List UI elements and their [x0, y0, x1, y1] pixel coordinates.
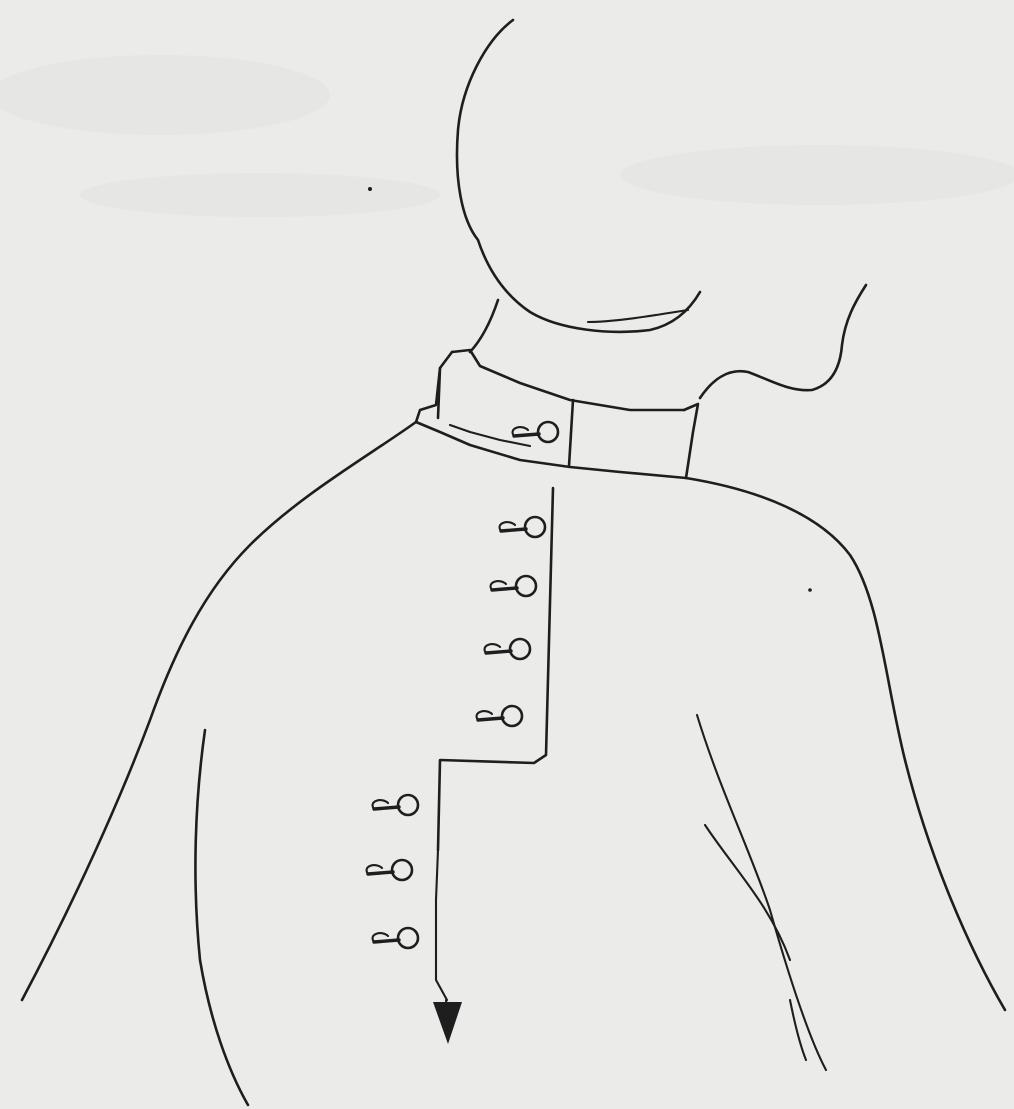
fastener-eye	[392, 860, 412, 880]
neck-outline	[470, 300, 498, 352]
hook-and-eye-icon	[513, 422, 558, 442]
chin-jaw-line	[700, 285, 866, 398]
fastener-eye	[398, 795, 418, 815]
fastener-eye	[538, 422, 558, 442]
placket-outline	[438, 488, 553, 850]
back-placket	[436, 488, 553, 1000]
fastener-eye	[398, 928, 418, 948]
fastener-eye	[516, 576, 536, 596]
head-outline	[457, 20, 866, 398]
hook-and-eye-icon	[373, 795, 418, 815]
collar-right-edge	[684, 404, 698, 478]
placket-opening-line	[436, 850, 447, 1000]
arrow-head	[433, 1002, 462, 1044]
fastener-hook	[492, 588, 517, 590]
collar-top-edge	[452, 350, 684, 410]
collar-lower-edge	[416, 352, 686, 478]
left-shoulder-line	[22, 422, 416, 1000]
fastener-hook	[486, 651, 511, 653]
right-fold-tail	[790, 1000, 806, 1060]
hook-and-eye-icon	[485, 639, 530, 659]
right-fold-line	[705, 825, 790, 960]
hook-and-eye-icon	[367, 860, 412, 880]
fastener-hook	[501, 529, 526, 531]
standing-collar	[416, 350, 698, 478]
left-side-seam	[195, 730, 248, 1105]
fastener-hook	[368, 872, 393, 874]
fastener-eye	[510, 639, 530, 659]
fasteners-group	[367, 422, 558, 948]
neck-back-line	[470, 300, 498, 352]
hook-and-eye-icon	[500, 517, 545, 537]
right-side-seam	[697, 715, 826, 1070]
fastener-hook	[374, 807, 399, 809]
fastener-hook	[478, 718, 503, 720]
arrow-down-icon	[433, 1000, 462, 1044]
ink-specks	[368, 187, 812, 592]
fastener-eye	[525, 517, 545, 537]
right-shoulder-line	[686, 478, 1005, 1010]
hook-and-eye-icon	[373, 928, 418, 948]
fastener-hook	[514, 434, 539, 436]
paper-texture	[0, 55, 1014, 217]
hook-and-eye-icon	[491, 576, 536, 596]
hook-and-eye-icon	[477, 706, 522, 726]
fastener-hook	[374, 940, 399, 942]
fastener-eye	[502, 706, 522, 726]
collar-opening-seam	[569, 400, 573, 466]
